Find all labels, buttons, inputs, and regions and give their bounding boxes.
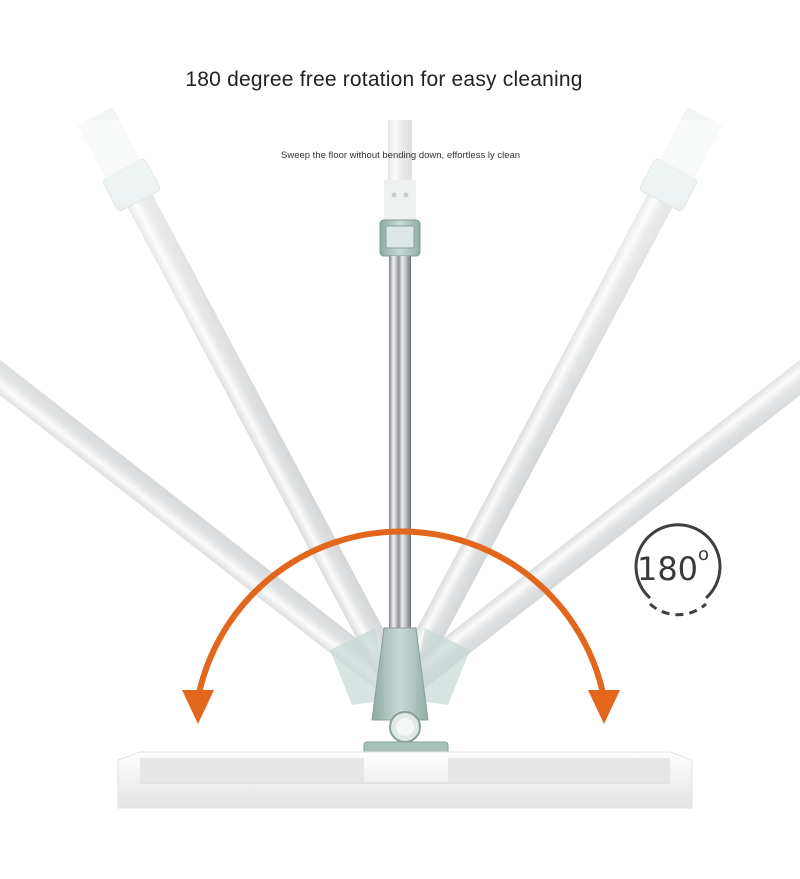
ghost-joint-right bbox=[412, 628, 470, 705]
headline-text: 180 degree free rotation for easy cleani… bbox=[185, 68, 583, 91]
squeegee-blade bbox=[117, 751, 693, 809]
curved-double-arrow-icon bbox=[182, 528, 620, 724]
badge-unit: o bbox=[698, 544, 710, 565]
rotation-180-icon bbox=[634, 523, 722, 617]
ghost-joint-left bbox=[330, 628, 388, 705]
main-handle bbox=[379, 120, 421, 636]
rotation-badge-label: 180o bbox=[632, 544, 714, 588]
subline-text: Sweep the floor without bending down, ef… bbox=[281, 150, 521, 161]
badge-value: 180 bbox=[636, 550, 699, 588]
